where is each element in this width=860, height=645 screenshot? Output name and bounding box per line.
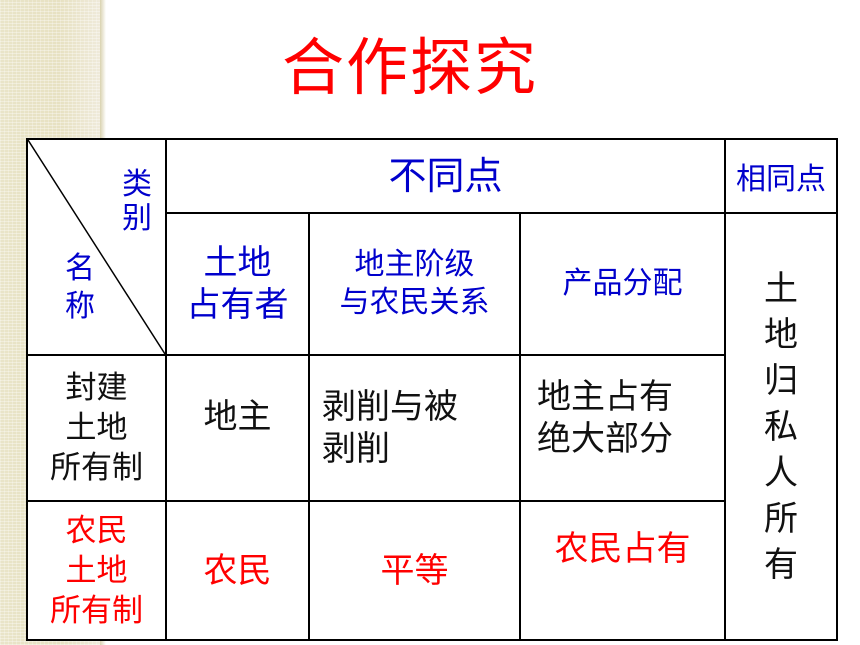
header-differences: 不同点	[165, 138, 726, 214]
feudal-class-relation: 剥削与被 剥削	[308, 354, 521, 502]
table-corner-cell: 类 别 名 称	[26, 138, 167, 356]
peasant-class-relation: 平等	[308, 500, 521, 641]
same-point-text: 土地归私人所有	[764, 268, 798, 585]
row-header-peasant: 农民 土地 所有制	[26, 500, 167, 641]
same-point-cell: 土地归私人所有	[724, 212, 838, 641]
corner-label-name: 名 称	[65, 251, 95, 324]
row-header-feudal: 封建 土地 所有制	[26, 354, 167, 502]
peasant-land-owner: 农民	[165, 500, 310, 641]
column-header-class-relation: 地主阶级 与农民关系	[308, 212, 521, 356]
comparison-table: 类 别 名 称 不同点 相同点 土地 占有者 地主阶级 与农民关系 产品分配 土…	[26, 138, 838, 641]
header-similarities: 相同点	[724, 138, 838, 214]
corner-label-category: 类 别	[122, 167, 152, 236]
feudal-land-owner: 地主	[165, 354, 310, 502]
column-header-product-distribution: 产品分配	[519, 212, 726, 356]
feudal-product-distribution: 地主占有 绝大部分	[519, 354, 726, 502]
slide-title: 合作探究	[281, 31, 538, 104]
peasant-product-distribution: 农民占有	[519, 500, 726, 641]
column-header-land-owner: 土地 占有者	[165, 212, 310, 356]
corner-diagonal-line	[29, 141, 164, 353]
